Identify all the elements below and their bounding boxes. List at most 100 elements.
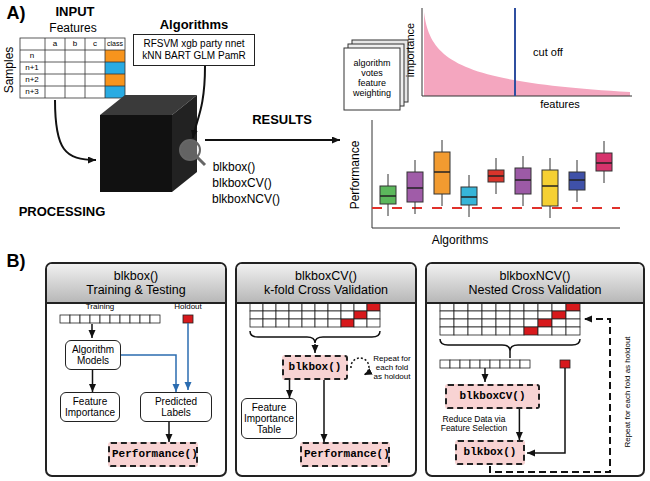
fold-cell (367, 311, 380, 319)
fold-cell (315, 311, 328, 319)
fold-cell (524, 319, 538, 327)
process-box: Feature Importance Table (241, 398, 297, 439)
fold-cell (510, 311, 524, 319)
process-box: Algorithm Models (65, 340, 121, 370)
label: blkboxNCV() (212, 193, 280, 206)
fold-cell (302, 319, 315, 327)
fold-cell (454, 319, 468, 327)
fold-cell (482, 303, 496, 311)
fold-cell (510, 327, 524, 335)
label: Algorithms (432, 234, 489, 247)
box (434, 152, 450, 194)
fold-cell (276, 311, 289, 319)
input-arrow (55, 100, 96, 160)
function-panel: blkbox() Training & TestingAlgorithm Mod… (45, 262, 227, 477)
holdout-line (187, 323, 189, 390)
repeat-loop (351, 358, 369, 375)
fold-cell (496, 319, 510, 327)
median (488, 175, 504, 177)
node-text: Algorithm Models (68, 344, 118, 366)
training-arrow (91, 324, 93, 338)
heading: Algorithms (134, 17, 254, 33)
fold-cell (440, 303, 454, 311)
label: n+2 (25, 76, 39, 85)
box (407, 172, 423, 202)
fold-cell (450, 360, 460, 368)
fold-cell (524, 303, 538, 311)
label: Repeat for each fold as holdout (372, 355, 412, 381)
label: INPUT (56, 5, 95, 19)
fold-cell (328, 311, 341, 319)
connector (121, 355, 176, 392)
median (434, 171, 450, 173)
median (515, 179, 531, 181)
fold-cell (60, 315, 70, 323)
fold-cell (341, 319, 354, 327)
fold-cell (482, 327, 496, 335)
fold-cell (341, 311, 354, 319)
fold-cell (263, 319, 276, 327)
box (542, 170, 558, 206)
fold-cell (566, 319, 580, 327)
label: a (53, 40, 57, 49)
fold-cell (482, 319, 496, 327)
node-text: blkboxCV() (449, 390, 536, 403)
box (515, 168, 531, 194)
fold-cell (552, 303, 566, 311)
performance-boxplot (372, 120, 620, 228)
fold-cell (454, 311, 468, 319)
box (596, 153, 612, 171)
fold-cell (538, 319, 552, 327)
fold-cell (566, 311, 580, 319)
fold-cell (140, 315, 150, 323)
fold-cell (263, 311, 276, 319)
connector (92, 370, 94, 392)
fold-cell (263, 303, 276, 311)
fold-cell (80, 315, 90, 323)
median (461, 196, 477, 198)
fold-cell (328, 319, 341, 327)
connector (323, 380, 325, 442)
fold-cell (500, 360, 510, 368)
node-text: Predicted Labels (143, 396, 209, 418)
results-arrow (205, 139, 340, 141)
fold-cell (538, 327, 552, 335)
fold-cell (276, 303, 289, 311)
label: Samples (3, 47, 16, 94)
fold-cell (250, 311, 263, 319)
fold-cell (440, 319, 454, 327)
label: Performance (349, 141, 362, 210)
fold-cell (566, 303, 580, 311)
fold-cell (354, 319, 367, 327)
label: Features (49, 22, 96, 35)
black-box-cube (100, 95, 205, 192)
result-cards (344, 40, 408, 110)
label: c (93, 40, 97, 49)
heading: blkboxCV() k-fold Cross Validation (237, 264, 415, 304)
function-box: blkbox() (282, 355, 348, 380)
fold-cell (496, 311, 510, 319)
function-box: blkboxCV() (445, 384, 540, 409)
fold-cell (454, 327, 468, 335)
label: RESULTS (252, 113, 312, 127)
box (380, 186, 396, 204)
fold-cell (480, 360, 490, 368)
fold-cell (468, 311, 482, 319)
label: Training (86, 303, 115, 312)
fold-cell (468, 319, 482, 327)
input-table (20, 38, 125, 98)
label: Repeat for each fold as holdout (624, 336, 633, 447)
fold-cell (538, 303, 552, 311)
function-box: Performance() (300, 442, 390, 467)
fold-cell (315, 303, 328, 311)
fold-cell (566, 327, 580, 335)
fold-cell (496, 303, 510, 311)
label: Holdout (174, 303, 202, 312)
fold-cell (468, 327, 482, 335)
connector (289, 380, 291, 398)
function-box: Performance() (108, 442, 198, 467)
fold-cell (440, 360, 450, 368)
fold-cell (552, 311, 566, 319)
holdout-arrow (484, 368, 486, 382)
process-box: Predicted Labels (140, 392, 212, 422)
